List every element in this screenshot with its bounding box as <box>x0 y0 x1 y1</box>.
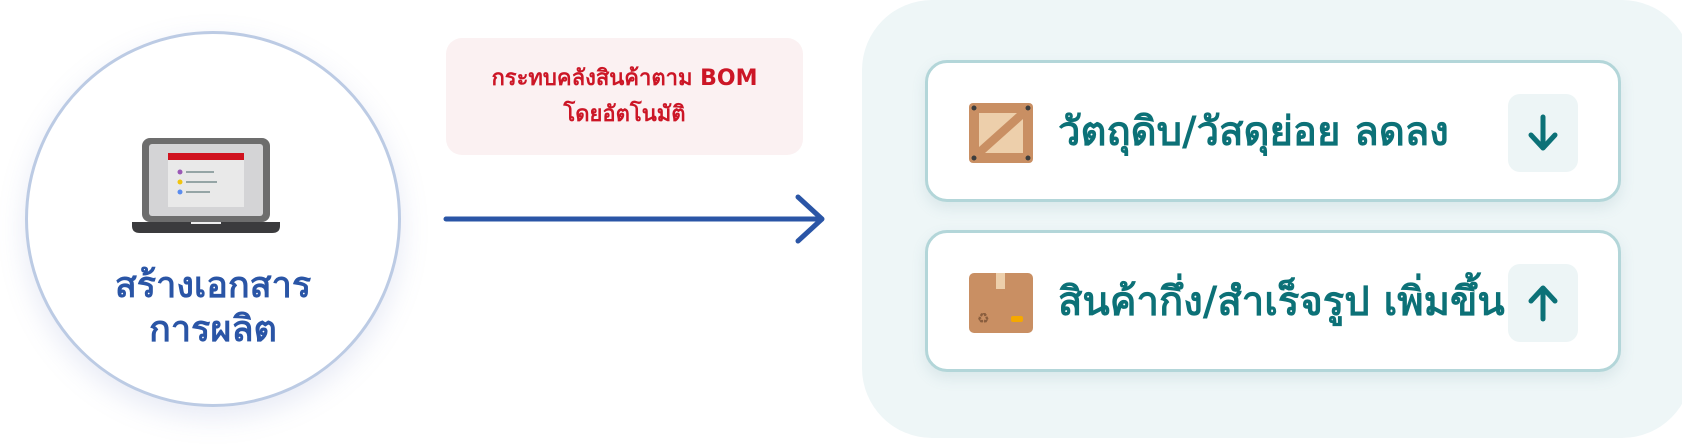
direction-indicator <box>1508 264 1578 342</box>
arrow-down-icon <box>1528 114 1558 151</box>
arrow-up-icon <box>1528 285 1558 322</box>
result-label: วัตถุดิบ/วัสดุย่อย ลดลง <box>1058 109 1449 155</box>
wooden-crate-icon <box>969 103 1033 163</box>
svg-text:♻: ♻ <box>977 311 990 327</box>
source-title-line2: การผลิต <box>149 309 277 350</box>
flow-arrow-icon <box>443 194 825 244</box>
result-label: สินค้ากึ่ง/สำเร็จรูป เพิ่มขึ้น <box>1058 279 1505 325</box>
result-card-finished-goods: ♻ สินค้ากึ่ง/สำเร็จรูป เพิ่มขึ้น <box>925 230 1621 372</box>
laptop-document-icon <box>132 138 280 233</box>
source-title: สร้างเอกสาร การผลิต <box>28 264 398 352</box>
source-title-line1: สร้างเอกสาร <box>114 265 312 306</box>
direction-indicator <box>1508 94 1578 172</box>
result-card-raw-materials: วัตถุดิบ/วัสดุย่อย ลดลง <box>925 60 1621 202</box>
action-line1: กระทบคลังสินค้าตาม BOM <box>491 65 758 91</box>
source-node: สร้างเอกสาร การผลิต <box>25 31 401 407</box>
cardboard-box-icon: ♻ <box>969 273 1033 333</box>
action-badge: กระทบคลังสินค้าตาม BOM โดยอัตโนมัติ <box>446 38 803 155</box>
action-line2: โดยอัตโนมัติ <box>563 101 686 127</box>
